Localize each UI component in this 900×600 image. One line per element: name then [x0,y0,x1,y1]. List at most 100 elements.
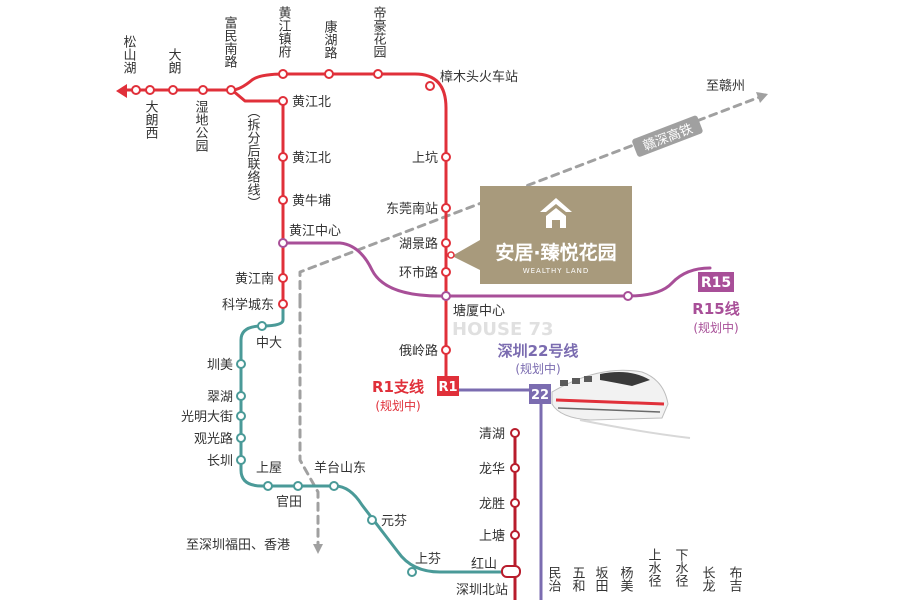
label-hongshan: 红山 [471,556,497,572]
gan-shen-rail-tag: 赣深高铁 [632,115,703,157]
station-kanghulu[interactable] [324,69,334,79]
station-huangjiangzhongxin[interactable] [278,238,288,248]
station-huangjiangzhenfu[interactable] [278,69,288,79]
station-elinglu[interactable] [441,345,451,355]
station-dongguannanzhan[interactable] [441,203,451,213]
r1-badge [437,376,459,396]
label-shangkeng: 上坑 [412,151,438,166]
station-guanguanglu[interactable] [236,433,246,443]
label-to-ganzhou: 至赣州 [706,79,745,94]
station-shangtang[interactable] [510,530,520,540]
rail-segment-south [298,298,320,550]
label-yangmei: 杨美 [618,566,634,592]
station-kexuechengdong[interactable] [278,299,288,309]
label-changlong: 长龙 [700,566,716,593]
label-guanguanglu: 观光路 [194,431,233,447]
line22-badge-text: 22 [531,388,549,403]
r15-path [281,241,712,298]
station-hongshan[interactable] [501,565,521,578]
label-guangmingdajie: 光明大街 [181,410,233,425]
gan-shen-rail-line [298,92,768,554]
station-zhangmutou[interactable] [425,81,435,91]
label-dongguannanzhan: 东莞南站 [386,201,438,217]
red-main-path [120,72,448,390]
label-hujinglu: 湖景路 [399,236,438,252]
label-buji: 布吉 [727,566,743,592]
station-longhua[interactable] [510,463,520,473]
brand-callout: 安居·臻悦花园 WEALTHY LAND [447,186,632,284]
label-huangjiangzhenfu: 黄江镇府 [276,6,292,59]
station-songshanhu[interactable] [131,85,141,95]
brand-pointer [452,240,480,270]
train-icon [551,369,691,439]
label-shangfen: 上芬 [415,552,441,567]
label-huangniupu: 黄牛埔 [292,194,331,209]
label-dalangxi: 大朗西 [143,100,159,139]
station-tangxiazhongxin[interactable] [441,291,451,301]
r15-badge-text: R15 [701,275,731,291]
station-dalangxi[interactable] [145,85,155,95]
station-zhenmei[interactable] [236,359,246,369]
station-r15-east[interactable] [623,291,633,301]
station-shangfen[interactable] [407,567,417,577]
station-longsheng[interactable] [510,498,520,508]
label-kanghulu: 康湖路 [322,19,338,59]
house-logo-icon [540,198,572,228]
label-tangxiazhongxin: 塘厦中心 [453,303,505,319]
r1-status: (规划中) [375,398,420,413]
stations [131,69,633,578]
station-huangjiangbei-2[interactable] [278,152,288,162]
red-arrow-west [116,84,127,98]
line22-name: 深圳22号线 [498,342,579,360]
r15-name: R15线 [692,300,739,318]
station-hujinglu[interactable] [441,238,451,248]
line-r15 [281,241,712,298]
label-huangjiangbei-1: 黄江北 [292,95,331,110]
station-dihaohuayuan[interactable] [373,69,383,79]
r1-legend: R1 R1支线 (规划中) [372,376,459,413]
teal-line [239,298,517,574]
label-shangtang: 上塘 [479,528,505,544]
label-zhongda: 中大 [256,336,282,351]
label-dihaohuayuan: 帝豪花园 [371,5,387,58]
station-guangmingdajie[interactable] [236,411,246,421]
location-dot-icon [447,251,455,259]
label-yangtaishandong: 羊台山东 [314,460,366,476]
station-changzhen[interactable] [236,455,246,465]
label-guantian: 官田 [276,494,302,510]
label-shangwu: 上屋 [256,461,282,476]
station-labels: 松山湖 大朗 大朗西 湿地公园 富民南路 黄江镇府 康湖路 帝豪花园 樟木头火车… [121,5,743,598]
station-qinghu[interactable] [510,428,520,438]
label-cuihu: 翠湖 [207,390,233,405]
watermark: HOUSE 73 [452,319,554,340]
r15-status: (规划中) [693,320,738,335]
r15-badge [698,272,734,292]
station-huangjiangnan[interactable] [278,273,288,283]
brand-en: WEALTHY LAND [523,267,590,275]
station-dalang[interactable] [168,85,178,95]
station-huangjiangbei-1[interactable] [278,96,288,106]
line22-legend: 22 深圳22号线 (规划中) [498,342,579,404]
label-shidigongyuan: 湿地公园 [193,100,209,152]
station-shidigongyuan[interactable] [198,85,208,95]
station-huangniupu[interactable] [278,195,288,205]
station-shangkeng[interactable] [441,152,451,162]
r1-name: R1支线 [372,378,424,396]
station-yuanfen[interactable] [367,515,377,525]
station-yangtaishandong[interactable] [329,481,339,491]
label-bantian: 坂田 [593,566,609,592]
label-kexuechengdong: 科学城东 [222,297,274,313]
station-huanshilu[interactable] [441,267,451,277]
rail-segment-north [298,93,767,302]
station-shangwu[interactable] [263,481,273,491]
brand-name: 安居·臻悦花园 [495,241,616,264]
line22-badge [529,384,551,404]
station-fuminnanlu[interactable] [226,85,236,95]
label-longsheng: 龙胜 [479,497,505,512]
label-longhua: 龙华 [479,462,505,477]
station-guantian[interactable] [293,481,303,491]
label-split-note: （拆分后联络线） [245,105,261,209]
label-huangjiangnan: 黄江南 [235,271,274,287]
station-cuihu[interactable] [236,391,246,401]
station-zhongda[interactable] [257,321,267,331]
